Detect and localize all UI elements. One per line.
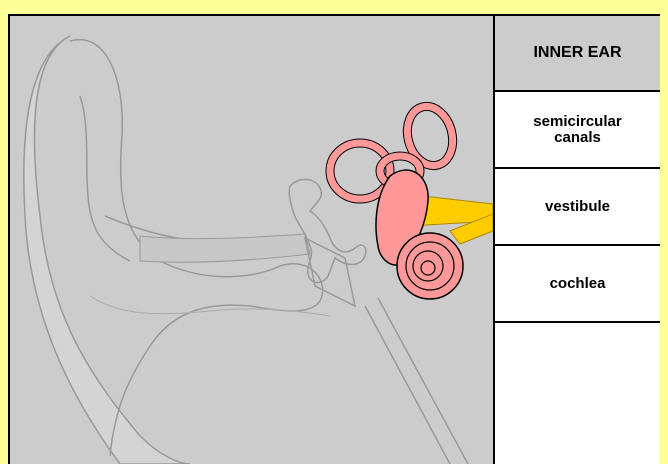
- side-panel: INNER EAR semicircular canals vestibule …: [493, 16, 660, 464]
- vestibule-label: vestibule: [545, 199, 610, 215]
- semicircular-canals-label-line2: canals: [533, 130, 621, 146]
- semicircular-canals-label-line1: semicircular: [533, 114, 621, 130]
- vestibule-button[interactable]: vestibule: [495, 169, 660, 246]
- panel-title: INNER EAR: [495, 16, 660, 92]
- semicircular-canals-button[interactable]: semicircular canals: [495, 92, 660, 169]
- cochlea-label: cochlea: [550, 276, 606, 292]
- diagram-frame: INNER EAR semicircular canals vestibule …: [8, 14, 660, 464]
- cochlea: [397, 233, 463, 299]
- cochlea-button[interactable]: cochlea: [495, 246, 660, 323]
- ear-illustration: [10, 16, 493, 464]
